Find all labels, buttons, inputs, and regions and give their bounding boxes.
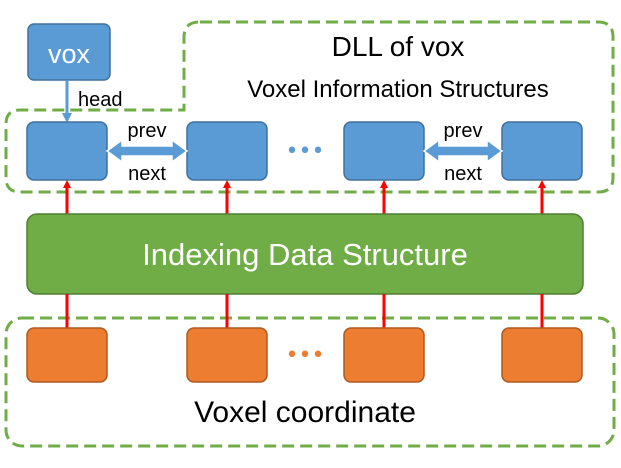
prev-next-link-1 (105, 138, 189, 164)
info-structure-box-1 (26, 121, 108, 181)
voxel-coordinate-box-2 (186, 327, 268, 383)
dll-title: DLL of vox (332, 31, 465, 62)
head-label: head (78, 89, 123, 111)
prev-next-link-2 (422, 138, 504, 164)
prev-label-1: prev (128, 120, 167, 142)
voxel-coordinate-box-1 (26, 327, 108, 383)
ellipsis-bottom: ••• (286, 343, 325, 368)
voxel-coordinate-box-3 (343, 327, 425, 383)
voxel-coordinate-box-4 (501, 327, 583, 383)
voxel-coordinate-label: Voxel coordinate (194, 396, 416, 429)
voxel-coordinate-group-outline (4, 316, 616, 448)
info-structure-box-3 (343, 121, 425, 181)
vox-label: vox (48, 39, 91, 69)
next-label-1: next (128, 163, 166, 185)
ellipsis-top: ••• (286, 139, 325, 164)
indexing-data-structure-label: Indexing Data Structure (142, 237, 468, 272)
info-structures-subtitle: Voxel Information Structures (247, 76, 548, 103)
indexing-data-structure-box (26, 213, 584, 295)
info-structure-box-4 (501, 121, 583, 181)
info-structure-box-2 (186, 121, 268, 181)
prev-label-2: prev (444, 120, 483, 142)
next-label-2: next (444, 163, 482, 185)
vox-box (27, 23, 111, 81)
info-structures-group-outline (4, 20, 615, 194)
